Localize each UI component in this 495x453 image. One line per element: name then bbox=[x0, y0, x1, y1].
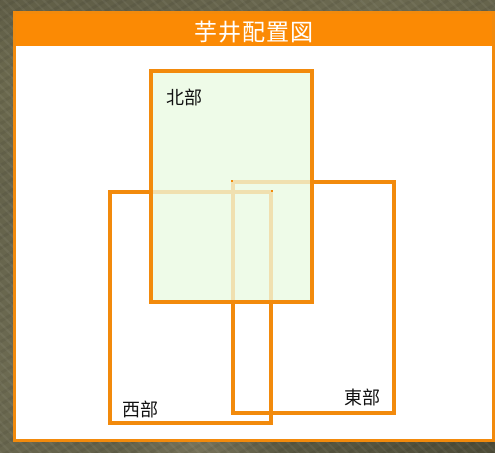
east-region-label: 東部 bbox=[344, 388, 380, 409]
layout-panel: 芋井配置図 bbox=[13, 11, 495, 442]
page-title: 芋井配置図 bbox=[16, 14, 492, 46]
north-region-label: 北部 bbox=[166, 88, 202, 109]
west-region-label: 西部 bbox=[122, 400, 158, 421]
